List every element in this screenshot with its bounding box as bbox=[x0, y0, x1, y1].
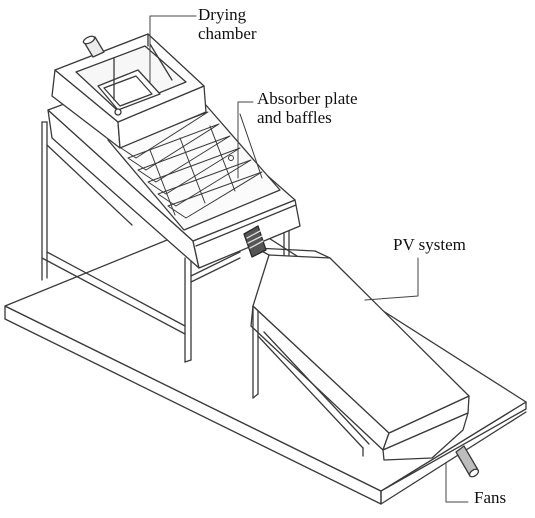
support-frame bbox=[41, 121, 290, 363]
baffles bbox=[117, 111, 263, 219]
chimney-pipe bbox=[82, 35, 105, 58]
pv-system-label: PV system bbox=[393, 235, 466, 254]
leader-absorber bbox=[237, 101, 254, 179]
leader-lines bbox=[149, 15, 469, 503]
fan-pipe bbox=[455, 445, 480, 478]
base-platform bbox=[4, 213, 527, 505]
drying-chamber-label: Drying chamber bbox=[198, 5, 257, 43]
pv-top bbox=[252, 254, 470, 434]
pv-frame bbox=[252, 305, 370, 457]
drying-chamber-label-line-1: Drying bbox=[198, 5, 247, 24]
absorber-label-line-2: and baffles bbox=[257, 108, 332, 127]
connecting-hose bbox=[243, 225, 267, 258]
leader-pv bbox=[364, 257, 419, 301]
leader-drying bbox=[149, 15, 197, 83]
pv-collector bbox=[250, 247, 470, 461]
drying-chamber-label-line-2: chamber bbox=[198, 24, 257, 43]
leader-fans bbox=[445, 462, 469, 503]
absorber-label-line-1: Absorber plate bbox=[257, 89, 358, 108]
fans-label: Fans bbox=[474, 488, 507, 507]
absorber-label: Absorber plate and baffles bbox=[257, 89, 358, 127]
pv-tail bbox=[382, 412, 469, 461]
